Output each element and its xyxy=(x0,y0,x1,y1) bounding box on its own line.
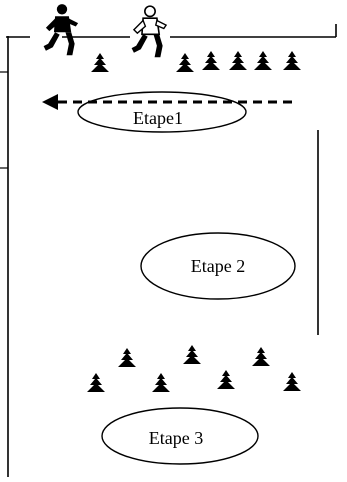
dashed-arrow-left-icon xyxy=(42,94,292,110)
field-boundary xyxy=(0,24,337,477)
cone-row-top xyxy=(91,51,301,72)
cone-marker-icon xyxy=(118,348,136,367)
cone-marker-icon xyxy=(176,53,194,72)
cone-marker-icon xyxy=(283,372,301,391)
cone-marker-icon xyxy=(91,53,109,72)
stage-3-label: Etape 3 xyxy=(149,428,203,448)
cone-marker-icon xyxy=(252,347,270,366)
cone-marker-icon xyxy=(183,345,201,364)
stage-2: Etape 2 xyxy=(140,232,296,300)
cone-marker-icon xyxy=(87,373,105,392)
stage-2-label: Etape 2 xyxy=(191,256,245,276)
cone-marker-icon xyxy=(217,370,235,389)
running-player-icon xyxy=(130,5,167,59)
running-player-icon xyxy=(43,4,79,56)
stage-1-label: Etape1 xyxy=(133,108,183,128)
stage-1: Etape1 xyxy=(77,91,247,133)
cone-marker-icon xyxy=(283,51,301,70)
stage-3: Etape 3 xyxy=(101,407,259,465)
cone-zigzag xyxy=(87,345,301,392)
cone-marker-icon xyxy=(152,373,170,392)
cone-marker-icon xyxy=(202,51,220,70)
cone-marker-icon xyxy=(229,51,247,70)
cone-marker-icon xyxy=(254,51,272,70)
